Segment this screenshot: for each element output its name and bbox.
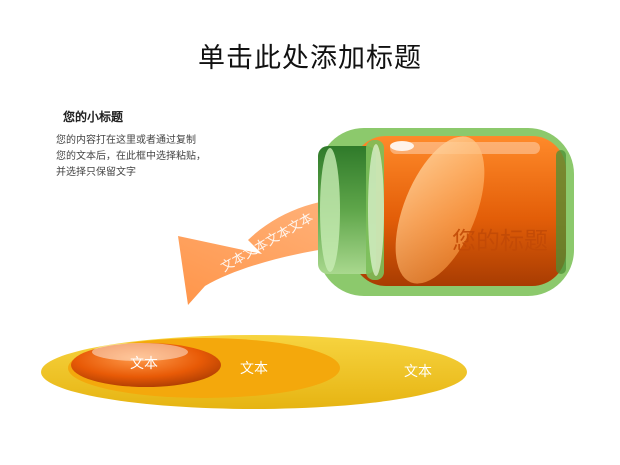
body-line: 并选择只保留文字 [56, 167, 136, 178]
ellipse-label-small: 文本 [130, 356, 158, 372]
subtitle: 您的小标题 [63, 110, 124, 124]
body-text: 您的内容打在这里或者通过复制 您的文本后，在此框中选择粘贴， 并选择只保留文字 [56, 133, 236, 181]
page-title: 单击此处添加标题 [198, 43, 422, 74]
ellipse-label-large: 文本 [404, 364, 432, 380]
small-ellipse [71, 343, 221, 387]
bottle-label: 您的标题 [452, 227, 548, 255]
bottle: 您的标题 [318, 128, 574, 296]
nested-ellipses: 文本 文本 文本 [41, 335, 467, 409]
ellipse-label-middle: 文本 [240, 361, 268, 377]
body-line: 您的内容打在这里或者通过复制 [56, 135, 196, 146]
body-line: 您的文本后，在此框中选择粘贴， [56, 151, 206, 162]
